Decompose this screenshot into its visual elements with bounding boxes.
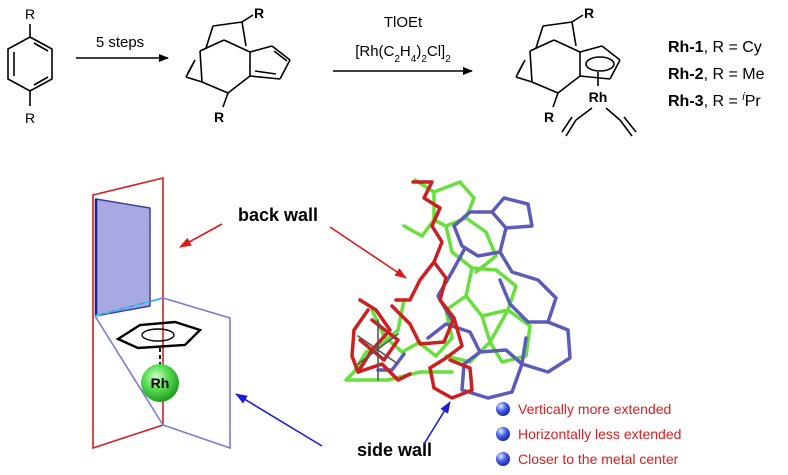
legend [496,402,510,466]
benzene-top-substituent: R [25,6,35,22]
reagent-tloet: TlOEt [384,14,423,31]
back-wall-label: back wall [238,205,318,225]
benzene-structure [7,24,53,106]
complex-rh-atom: Rh [589,89,608,105]
rh-sphere-label: Rh [151,375,170,391]
side-wall-arrow-left [235,393,323,447]
benzene-bottom-substituent: R [25,110,35,126]
rh-sphere [141,364,179,402]
compound-rh-2: Rh-2, R = Me [668,66,765,83]
legend-bullet-2 [496,427,510,441]
side-wall-arrow-right [423,401,451,445]
structure-overlay [344,178,572,400]
side-wall-plane [93,297,231,450]
reagent-rhodium-dimer: [Rh(C2H4)2Cl]2 [355,43,451,65]
legend-bullet-1 [496,402,510,416]
complex-top-substituent: R [584,5,594,21]
wall-model [92,176,231,450]
legend-item-3: Closer to the metal center [518,451,679,467]
compound-rh-1: Rh-1, R = Cy [668,39,762,56]
structure-red [350,180,474,400]
metal-centre-spokes [357,319,399,381]
compound-rh-3: Rh-3, R = iPr [668,91,761,110]
back-wall-arrow-right [329,226,407,279]
ligand-top-substituent: R [254,5,264,21]
side-wall-label: side wall [357,440,432,460]
step-count-label: 5 steps [96,34,144,51]
legend-item-2: Horizontally less extended [518,426,681,442]
cp-ring [115,320,203,350]
back-wall-arrow-left [179,223,223,248]
legend-item-1: Vertically more extended [518,401,671,417]
complex-bottom-substituent: R [544,109,554,125]
ligand-bottom-substituent: R [214,109,224,125]
back-wall-shaded-panel [95,198,151,317]
legend-bullet-3 [496,452,510,466]
ligand-structure [185,14,291,108]
rh-complex-structure [515,14,637,137]
